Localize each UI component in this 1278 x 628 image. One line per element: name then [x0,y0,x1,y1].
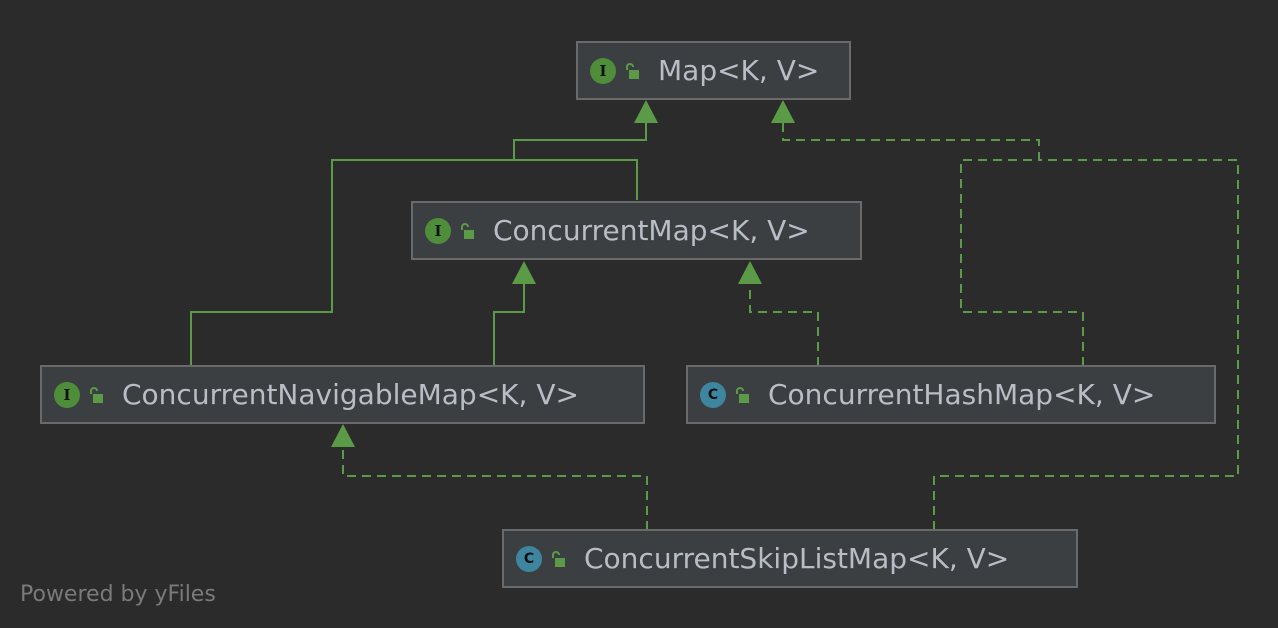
interface-icon: I [590,57,616,84]
unlock-icon [626,62,639,79]
class-icon: C [516,545,542,572]
node-label: Map<K, V> [658,54,820,87]
node-label: ConcurrentHashMap<K, V> [768,378,1156,411]
node-concurrenthashmap[interactable]: C ConcurrentHashMap<K, V> [686,365,1216,424]
node-map[interactable]: I Map<K, V> [576,41,851,100]
arrowhead-map-right [771,100,795,123]
node-label: ConcurrentNavigableMap<K, V> [122,378,579,411]
edge-hashmap-implements-concurrentmap [749,282,819,366]
edge-skiplistmap-implements-navigablemap [342,444,648,530]
edge-navigablemap-extends-map [190,159,514,366]
unlock-icon [552,550,565,567]
arrowhead-concurrentmap-left [512,261,536,284]
arrowhead-map-left [634,100,658,123]
node-concurrentnavigablemap[interactable]: I ConcurrentNavigableMap<K, V> [40,365,645,424]
node-label: ConcurrentMap<K, V> [493,214,810,247]
node-label: ConcurrentSkipListMap<K, V> [584,542,1010,575]
edge-concurrentmap-extends-map [513,121,647,200]
arrowhead-concurrentmap-right [738,261,762,284]
edge-skiplistmap-implements-map [933,159,1239,530]
unlock-icon [461,222,474,239]
class-icon: C [700,381,726,408]
interface-icon: I [54,381,80,408]
node-concurrentskiplistmap[interactable]: C ConcurrentSkipListMap<K, V> [502,529,1078,588]
unlock-icon [736,386,749,403]
interface-icon: I [425,217,451,244]
unlock-icon [90,386,103,403]
edge-navigablemap-extends-concurrentmap [493,282,525,366]
node-concurrentmap[interactable]: I ConcurrentMap<K, V> [411,201,862,260]
arrowhead-navigablemap [331,424,355,447]
powered-by-text: Powered by yFiles [20,582,216,607]
edge-hashmap-implements-map [782,121,1084,366]
